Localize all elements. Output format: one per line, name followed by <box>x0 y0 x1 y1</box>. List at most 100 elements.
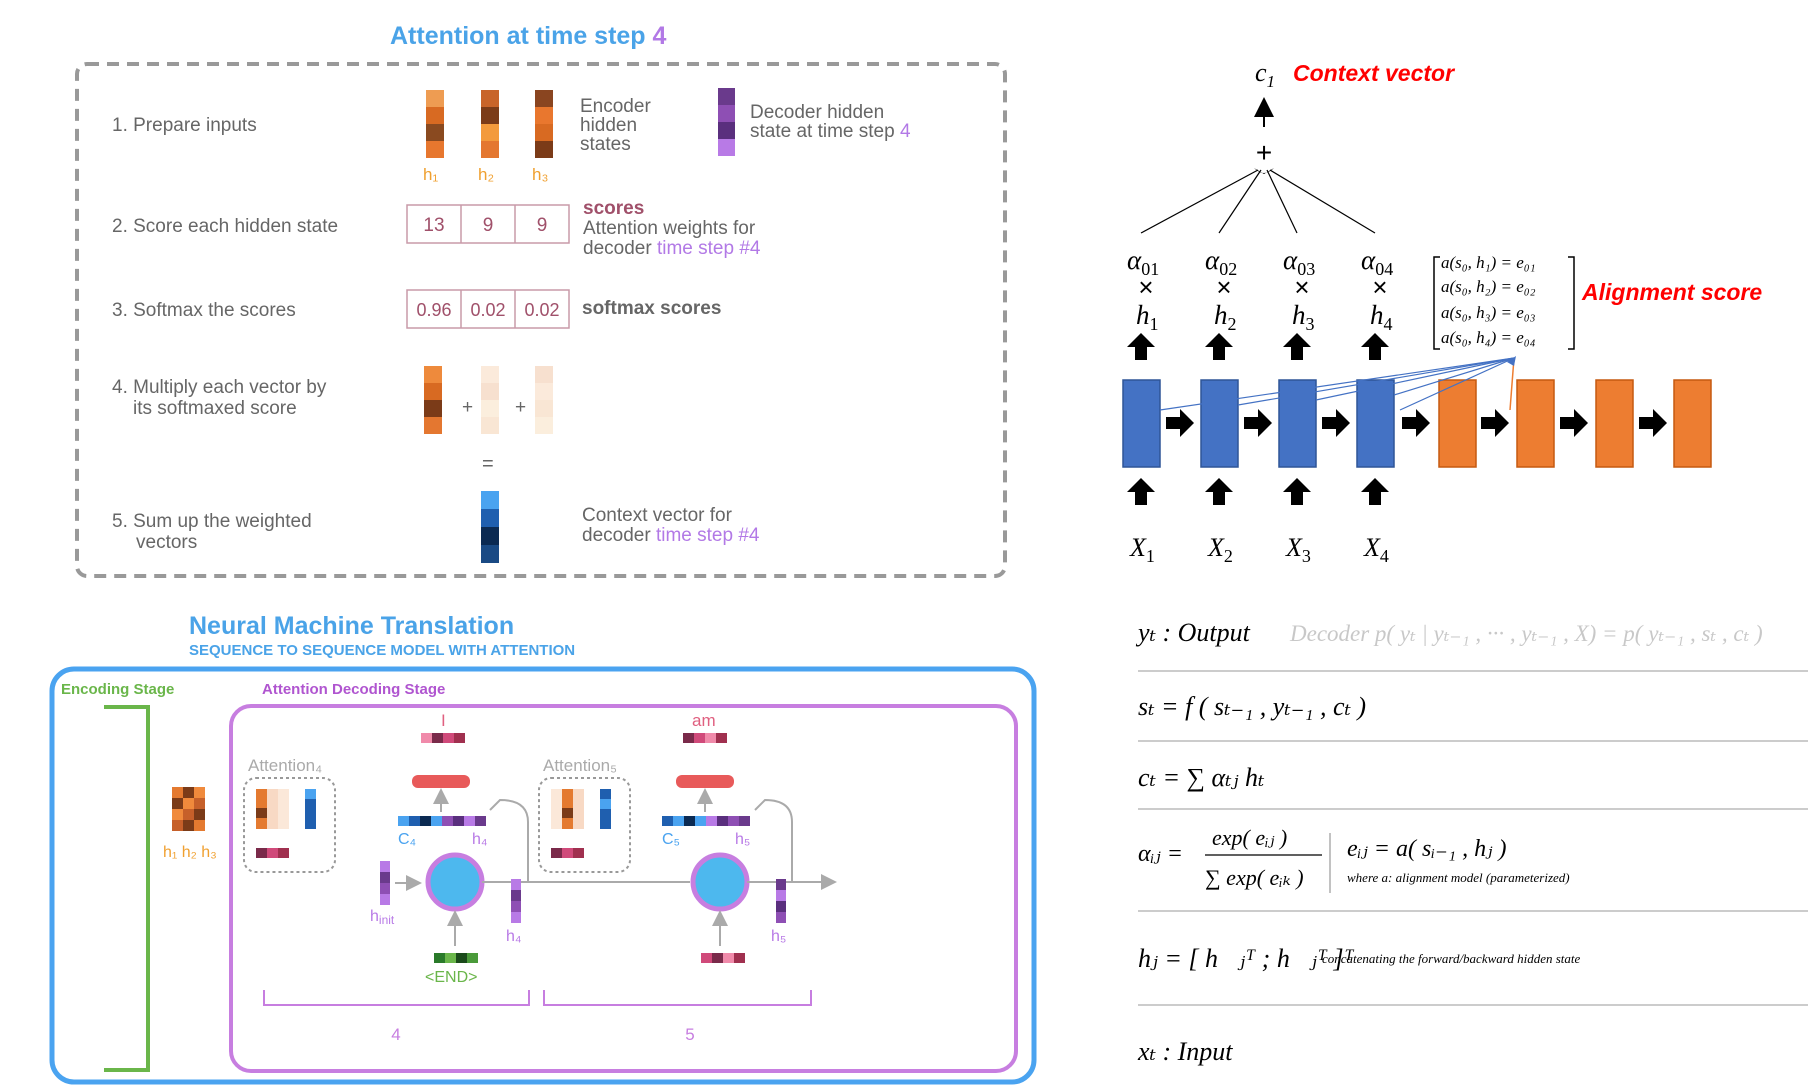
encoding-stage-label: Encoding Stage <box>61 681 174 698</box>
attention-panel: Attention at time step 4 1. Prepare inpu… <box>75 22 1007 578</box>
alpha-h-column-4: α04 × h4 <box>1361 245 1393 334</box>
alpha-h-column-2: α02 × h2 <box>1205 245 1237 334</box>
weighted-vector-1 <box>424 366 442 434</box>
eq-output: yₜ : Output <box>1135 618 1251 647</box>
encoder-block-4 <box>1356 379 1395 468</box>
x-3: X3 <box>1285 533 1311 566</box>
output-layer-2 <box>676 775 734 788</box>
h5-label-top: h₅ <box>735 831 750 848</box>
eq-alpha-num: exp( eᵢⱼ ) <box>1212 825 1287 850</box>
step-4-label-2: its softmaxed score <box>133 398 297 419</box>
nmt-subtitle: SEQUENCE TO SEQUENCE MODEL WITH ATTENTIO… <box>189 642 575 659</box>
encoding-bracket <box>104 705 150 1072</box>
eq-e-def: eᵢⱼ = a( sᵢ₋₁ , hⱼ ) <box>1347 836 1506 862</box>
eq-h-note: concatenating the forward/backward hidde… <box>1322 951 1581 966</box>
step-5-label: 5. Sum up the weighted <box>112 511 312 532</box>
step-3-label: 3. Softmax the scores <box>112 300 296 321</box>
alpha-02: α02 <box>1205 245 1237 279</box>
encoder-note-2: hidden <box>580 115 637 136</box>
weights-note-2: decoder time step #4 <box>583 238 761 259</box>
eq-output-decoder: Decoder p( yₜ | yₜ₋₁ , ··· , yₜ₋₁ , X) =… <box>1289 621 1763 646</box>
step-5-label-2: vectors <box>136 532 197 553</box>
eq-e-note: where a: alignment model (parameterized) <box>1347 870 1570 885</box>
score-2: 9 <box>483 215 494 236</box>
seq2seq-panel: c1 Context vector + α01 × h1 α02 × h2 α0… <box>1122 58 1762 566</box>
encoder-hidden-vector-h2 <box>481 90 499 158</box>
hinit-vector <box>380 861 390 905</box>
decoding-stage-label: Attention Decoding Stage <box>262 681 445 698</box>
h-2: h2 <box>1214 300 1237 334</box>
equals-sign: = <box>482 453 494 475</box>
x-1: X1 <box>1129 533 1155 566</box>
h4-label-bottom: h₄ <box>506 928 521 945</box>
softmax-label: softmax scores <box>582 298 721 319</box>
alignment-1: a(s₀, h₁) = e₀₁ <box>1441 253 1536 272</box>
context-note-2: decoder time step #4 <box>582 525 760 546</box>
decoder-block-4 <box>1673 379 1712 468</box>
sum-plus: + <box>1256 137 1272 168</box>
decoding-stage-box <box>229 704 1018 1073</box>
attention-title: Attention at time step 4 <box>390 22 667 50</box>
alignment-4: a(s₀, h₄) = e₀₄ <box>1441 328 1536 347</box>
context-note-1: Context vector for <box>582 505 733 526</box>
x-2: X2 <box>1207 533 1233 566</box>
c4-label: C₄ <box>398 831 416 848</box>
eq-alpha-lhs: αᵢⱼ = <box>1138 841 1183 867</box>
h4-label-top: h₄ <box>472 831 487 848</box>
h3-label: h₃ <box>532 165 548 184</box>
decoder-note-2: state at time step 4 <box>750 121 911 142</box>
input-embedding-step5 <box>701 953 745 963</box>
attention4-vectors <box>256 789 316 858</box>
eq-alpha-den: ∑ exp( eᵢₖ ) <box>1205 865 1304 890</box>
score-3: 9 <box>537 215 548 236</box>
nmt-panel: Neural Machine Translation SEQUENCE TO S… <box>49 612 1037 1085</box>
context-vector <box>481 491 499 563</box>
encoder-hidden-vector-h1 <box>426 90 444 158</box>
decoder-block-3 <box>1595 379 1634 468</box>
output-embedding-am <box>683 733 727 743</box>
equations-panel: yₜ : Output Decoder p( yₜ | yₜ₋₁ , ··· ,… <box>1135 618 1808 1066</box>
h-3: h3 <box>1292 300 1315 334</box>
context-c1: c1 <box>1255 58 1275 91</box>
decoder-hidden-vector <box>718 88 735 156</box>
decoder-note-1: Decoder hidden <box>750 102 884 123</box>
encoder-block-2 <box>1200 379 1239 468</box>
alignment-2: a(s₀, h₂) = e₀₂ <box>1441 277 1536 296</box>
svg-text:×: × <box>1216 272 1231 302</box>
output-word-i: I <box>441 711 446 730</box>
hinit-label: hinit <box>370 908 395 927</box>
step-2-label: 2. Score each hidden state <box>112 216 338 237</box>
alpha-h-column-3: α03 × h3 <box>1283 245 1315 334</box>
end-token-embedding <box>434 953 478 963</box>
alpha-03: α03 <box>1283 245 1315 279</box>
h5-label-bottom: h₅ <box>771 928 786 945</box>
svg-text:×: × <box>1372 272 1387 302</box>
alpha-04: α04 <box>1361 245 1393 279</box>
attention-dashed-box <box>75 62 1007 578</box>
scores-box: 13 9 9 <box>406 204 570 244</box>
alpha-01: α01 <box>1127 245 1159 279</box>
concat-vector-c4-h4 <box>398 816 486 826</box>
end-token-label: <END> <box>425 969 477 986</box>
h4-vector <box>511 879 521 923</box>
decoder-block-1 <box>1438 379 1477 468</box>
attention4-box <box>243 777 336 873</box>
decoder-rnn-cell-2 <box>690 852 750 912</box>
nmt-title: Neural Machine Translation <box>189 612 514 640</box>
decoder-attention-line <box>1509 357 1515 411</box>
h-1: h1 <box>1136 300 1159 334</box>
step-1-label: 1. Prepare inputs <box>112 115 257 136</box>
softmax-2: 0.02 <box>470 300 505 320</box>
right-arrows <box>1166 409 1667 437</box>
alignment-matrix: a(s₀, h₁) = e₀₁ a(s₀, h₂) = e₀₂ a(s₀, h₃… <box>1433 253 1575 350</box>
eq-state: sₜ = f ( sₜ₋₁ , yₜ₋₁ , cₜ ) <box>1138 692 1366 721</box>
eq-input: xₜ : Input <box>1137 1037 1233 1066</box>
attention5-vectors <box>551 789 611 858</box>
step-5-number: 5 <box>685 1025 694 1044</box>
output-embedding-i <box>421 733 465 743</box>
h-4: h4 <box>1370 300 1393 334</box>
nmt-outer-box <box>49 666 1037 1085</box>
context-vector-label: Context vector <box>1293 60 1455 86</box>
encoder-note-1: Encoder <box>580 96 651 117</box>
